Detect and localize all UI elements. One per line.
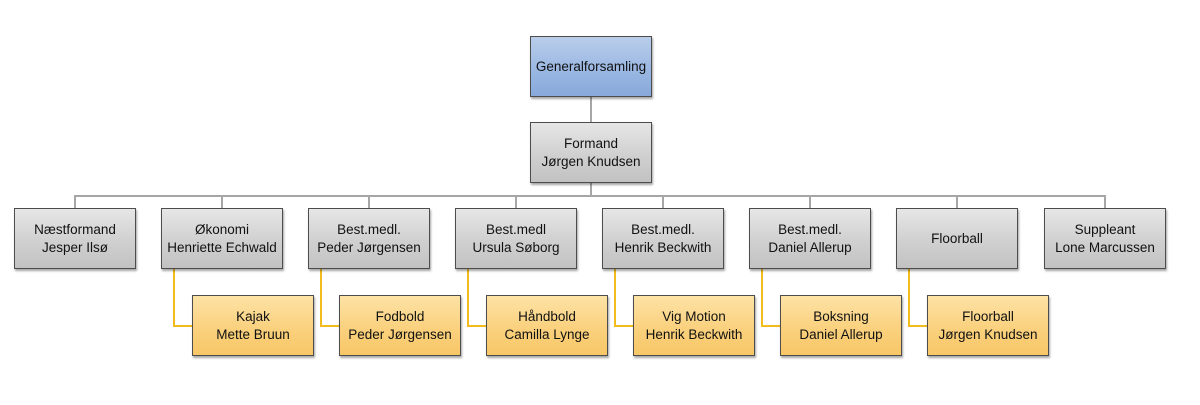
node-name: Henriette Echwald — [167, 239, 277, 255]
node-name: Daniel Allerup — [768, 239, 852, 255]
node-name: Lone Marcussen — [1055, 239, 1155, 255]
node-name: Jesper Ilsø — [41, 239, 109, 255]
node-title: Floorball — [931, 230, 983, 246]
node-title: Kajak — [236, 308, 270, 324]
node-label: Generalforsamling — [535, 58, 647, 74]
node-title: Floorball — [962, 308, 1014, 324]
node-board-member-ursula: Best.medl Ursula Søborg — [455, 208, 577, 269]
node-dept-vig-motion: Vig Motion Henrik Beckwith — [633, 295, 755, 356]
node-title: Suppleant — [1074, 221, 1136, 237]
node-name: Camilla Lynge — [504, 326, 590, 342]
node-name: Jørgen Knudsen — [541, 153, 641, 169]
node-dept-boksning: Boksning Daniel Allerup — [780, 295, 902, 356]
node-title: Best.medl — [485, 221, 547, 237]
node-name: Ursula Søborg — [472, 239, 560, 255]
node-board-member-peder: Best.medl. Peder Jørgensen — [308, 208, 430, 269]
node-title: Økonomi — [194, 221, 250, 237]
node-board-okonomi: Økonomi Henriette Echwald — [161, 208, 283, 269]
node-board-member-daniel: Best.medl. Daniel Allerup — [749, 208, 871, 269]
node-dept-floorball: Floorball Jørgen Knudsen — [927, 295, 1049, 356]
node-dept-handbold: Håndbold Camilla Lynge — [486, 295, 608, 356]
node-dept-fodbold: Fodbold Peder Jørgensen — [339, 295, 461, 356]
node-dept-kajak: Kajak Mette Bruun — [192, 295, 314, 356]
node-title: Fodbold — [375, 308, 425, 324]
node-board-member-henrik: Best.medl. Henrik Beckwith — [602, 208, 724, 269]
node-title: Boksning — [813, 308, 869, 324]
node-title: Vig Motion — [662, 308, 726, 324]
node-formand: Formand Jørgen Knudsen — [530, 122, 652, 183]
node-title: Best.medl. — [778, 221, 842, 237]
node-board-naestformand: Næstformand Jesper Ilsø — [14, 208, 136, 269]
node-name: Daniel Allerup — [799, 326, 883, 342]
node-title: Best.medl. — [337, 221, 401, 237]
node-name: Henrik Beckwith — [614, 239, 712, 255]
node-name: Mette Bruun — [216, 326, 290, 342]
node-name: Jørgen Knudsen — [938, 326, 1038, 342]
node-title: Håndbold — [518, 308, 576, 324]
node-board-floorball: Floorball — [896, 208, 1018, 269]
node-title: Næstformand — [34, 221, 116, 237]
node-name: Henrik Beckwith — [645, 326, 743, 342]
node-title: Formand — [563, 135, 619, 151]
node-generalforsamling: Generalforsamling — [530, 36, 652, 97]
node-name: Peder Jørgensen — [348, 326, 452, 342]
node-title: Best.medl. — [631, 221, 695, 237]
node-name: Peder Jørgensen — [317, 239, 421, 255]
node-board-suppleant: Suppleant Lone Marcussen — [1044, 208, 1166, 269]
